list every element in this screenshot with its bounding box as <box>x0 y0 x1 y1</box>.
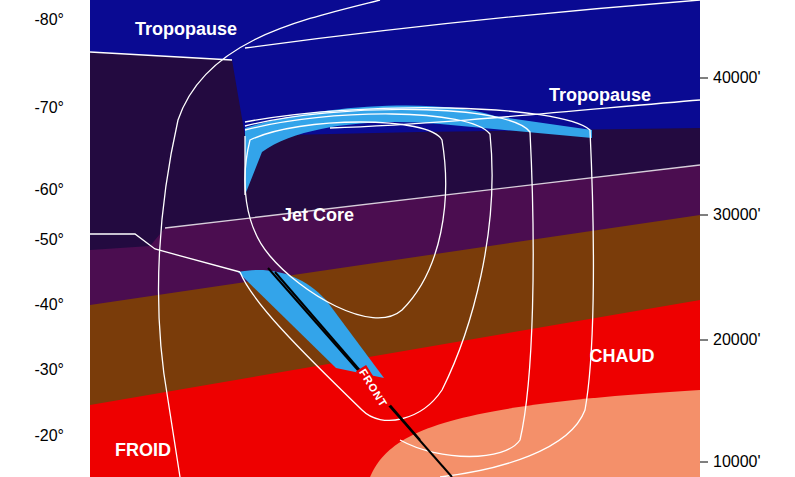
temperature-label: -20° <box>34 427 64 445</box>
upper-air-band <box>90 0 700 477</box>
jet-core-label: Jet Core <box>282 206 354 226</box>
altitude-label: 40000' <box>713 69 761 87</box>
temperature-label: -50° <box>34 231 64 249</box>
temperature-label: -40° <box>34 296 64 314</box>
temperature-label: -30° <box>34 361 64 379</box>
tropopause-label: Tropopause <box>135 20 237 40</box>
wind-shear-zone <box>245 106 592 195</box>
warm-air-label: CHAUD <box>590 347 655 367</box>
cold-air-label: FROID <box>115 441 171 461</box>
temperature-label: -70° <box>34 99 64 117</box>
brown-band <box>90 215 700 477</box>
tropopause-label: Tropopause <box>549 86 651 106</box>
front-label: FRONT <box>355 365 390 411</box>
isotach-lines <box>90 0 700 477</box>
front-line <box>268 268 452 477</box>
red-band <box>90 300 700 477</box>
temperature-label: -60° <box>34 181 64 199</box>
altitude-label: 20000' <box>713 331 761 349</box>
altitude-ticks <box>700 78 708 462</box>
warm-band <box>370 390 700 477</box>
temperature-label: -80° <box>34 11 64 29</box>
altitude-label: 10000' <box>713 453 761 471</box>
wind-shear-zone <box>238 270 384 378</box>
purple-band <box>90 165 700 477</box>
altitude-label: 30000' <box>713 206 761 224</box>
